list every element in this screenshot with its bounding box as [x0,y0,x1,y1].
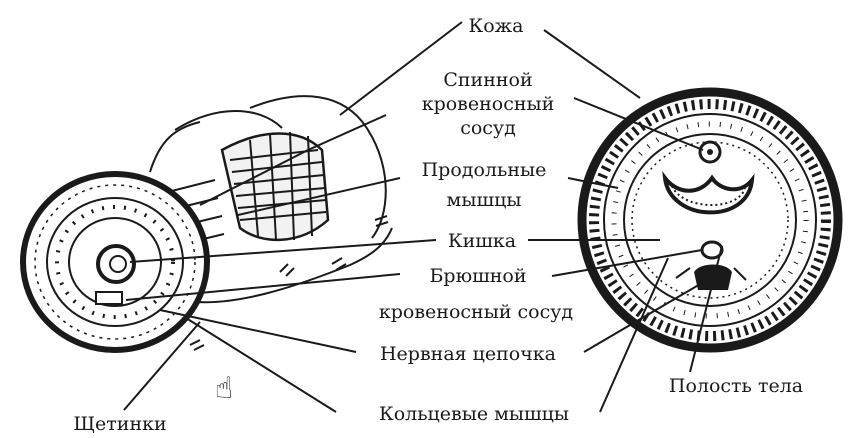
label-setae: Щетинки [73,413,166,435]
label-ventral-vessel-line1: Брюшной [429,265,526,287]
label-nerve-cord: Нервная цепочка [380,343,556,365]
label-circular-muscles: Кольцевые мышцы [379,403,569,425]
labels: Кожа Спинной кровеносный сосуд Продольны… [73,15,803,435]
label-dorsal-vessel-line2: кровеносный [422,93,555,115]
worm-segment-drawing [20,95,393,353]
label-ventral-vessel-line2: кровеносный сосуд [379,301,573,323]
label-longitudinal-muscles-line2: мышцы [447,189,522,211]
leader-lines [123,21,723,413]
label-intestine: Кишка [448,230,516,252]
label-dorsal-vessel-line1: Спинной [443,69,532,91]
label-body-cavity: Полость тела [669,375,803,397]
label-longitudinal-muscles-line1: Продольные [422,159,547,181]
hand-cursor-icon: ☝ [215,371,233,406]
label-dorsal-vessel-line3: сосуд [460,117,516,139]
label-skin: Кожа [469,15,524,37]
worm-cross-section [577,87,843,353]
